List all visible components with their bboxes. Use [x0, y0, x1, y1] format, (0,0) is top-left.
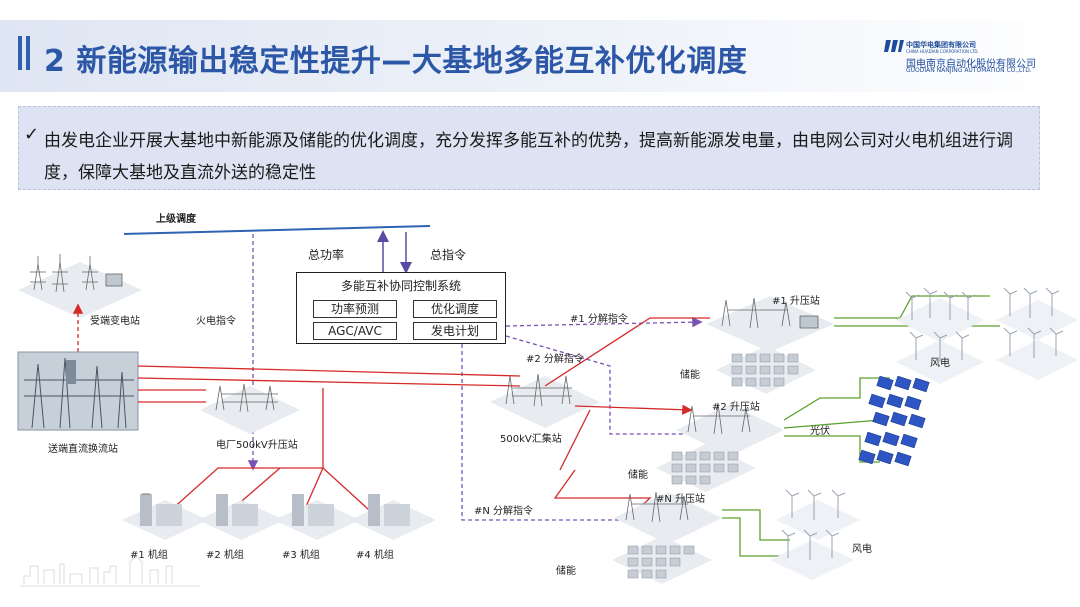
upper-dispatch-line	[123, 225, 431, 235]
control-system-box: 多能互补协同控制系统 功率预测 优化调度 AGC/AVC 发电计划	[296, 272, 506, 344]
collection-500kv-label: 500kV汇集站	[500, 434, 562, 445]
solar-label: 光伏	[810, 426, 830, 437]
receiving-substation-icon	[18, 254, 142, 318]
cmd-1-line	[505, 316, 703, 328]
optimal-dispatch-module: 优化调度	[413, 300, 497, 318]
unit-2-icon	[198, 494, 284, 540]
step-up-1-label: #1 升压站	[772, 296, 820, 307]
total-command-label: 总指令	[430, 248, 467, 262]
step-up-2-icon	[676, 403, 784, 456]
logo-line-4: GUODIAN NANJING AUTOMATION CO.,LTD.	[906, 67, 1032, 74]
check-icon: ✓	[24, 124, 40, 145]
collection-station-icon	[490, 373, 600, 428]
storage-1-icon	[716, 346, 816, 394]
wind-n-label: 风电	[852, 544, 872, 555]
cmd-1-label: #1 分解指令	[570, 314, 628, 325]
storage-2-icon	[656, 444, 756, 492]
summary-box	[18, 106, 1040, 190]
company-logo: 中国华电集团有限公司 CHINA HUADIAN CORPORATION LTD…	[884, 40, 1064, 76]
unit-4-icon	[350, 494, 436, 540]
cmd-n-label: #N 分解指令	[474, 506, 534, 517]
total-power-label: 总功率	[308, 248, 345, 262]
control-system-title: 多能互补协同控制系统	[340, 279, 461, 293]
storage-1-label: 储能	[680, 370, 700, 381]
step-up-1-icon	[706, 296, 834, 352]
thermal-units	[122, 493, 436, 540]
wind-1-label: 风电	[930, 358, 950, 369]
storage-n-label: 储能	[556, 566, 576, 577]
unit-2-label: #2 机组	[206, 550, 244, 561]
step-up-2-label: #2 升压站	[712, 402, 760, 413]
cmd-2-line	[505, 335, 709, 440]
thermal-command-label: 火电指令	[196, 316, 236, 327]
step-up-n-label: #N 升压站	[656, 494, 706, 505]
unit-4-label: #4 机组	[356, 550, 394, 561]
power-forecast-module: 功率预测	[313, 300, 397, 318]
wind-farm-1-icon	[896, 287, 1078, 384]
city-skyline-decoration	[20, 555, 200, 587]
step-up-n-icon	[614, 491, 722, 544]
cmd-n-line	[461, 344, 643, 526]
receiving-substation-label: 受端变电站	[90, 316, 140, 327]
generation-plan-module: 发电计划	[413, 322, 497, 340]
logo-line-3: 国电南京自动化股份有限公司	[906, 59, 1036, 70]
header-band	[0, 20, 1080, 92]
unit-3-label: #3 机组	[282, 550, 320, 561]
unit-3-icon	[274, 494, 360, 540]
logo-mark-icon	[884, 40, 904, 52]
cmd-2-label: #2 分解指令	[526, 354, 584, 365]
plant-substation-icon	[200, 383, 300, 434]
wind-farm-n-icon	[770, 489, 860, 580]
storage-n-icon	[612, 536, 712, 584]
page-title: 2 新能源输出稳定性提升—大基地多能互补优化调度	[44, 44, 748, 79]
title-marker	[18, 36, 32, 70]
converter-station-icon	[17, 351, 139, 431]
unit-1-label: #1 机组	[130, 550, 168, 561]
sending-converter-label: 送端直流换流站	[48, 444, 118, 455]
solar-farm-icon	[858, 375, 930, 467]
upper-dispatch-label: 上级调度	[156, 214, 196, 225]
storage-2-label: 储能	[628, 470, 648, 481]
logo-line-2: CHINA HUADIAN CORPORATION LTD.	[906, 49, 979, 54]
unit-feeders	[159, 388, 381, 521]
agc-avc-module: AGC/AVC	[313, 322, 397, 340]
logo-line-1: 中国华电集团有限公司	[906, 41, 976, 49]
summary-text: 由发电企业开展大基地中新能源及储能的优化调度，充分发挥多能互补的优势，提高新能源…	[44, 131, 1013, 183]
unit-1-icon	[122, 493, 208, 540]
plant-500kv-label: 电厂500kV升压站	[216, 440, 298, 451]
